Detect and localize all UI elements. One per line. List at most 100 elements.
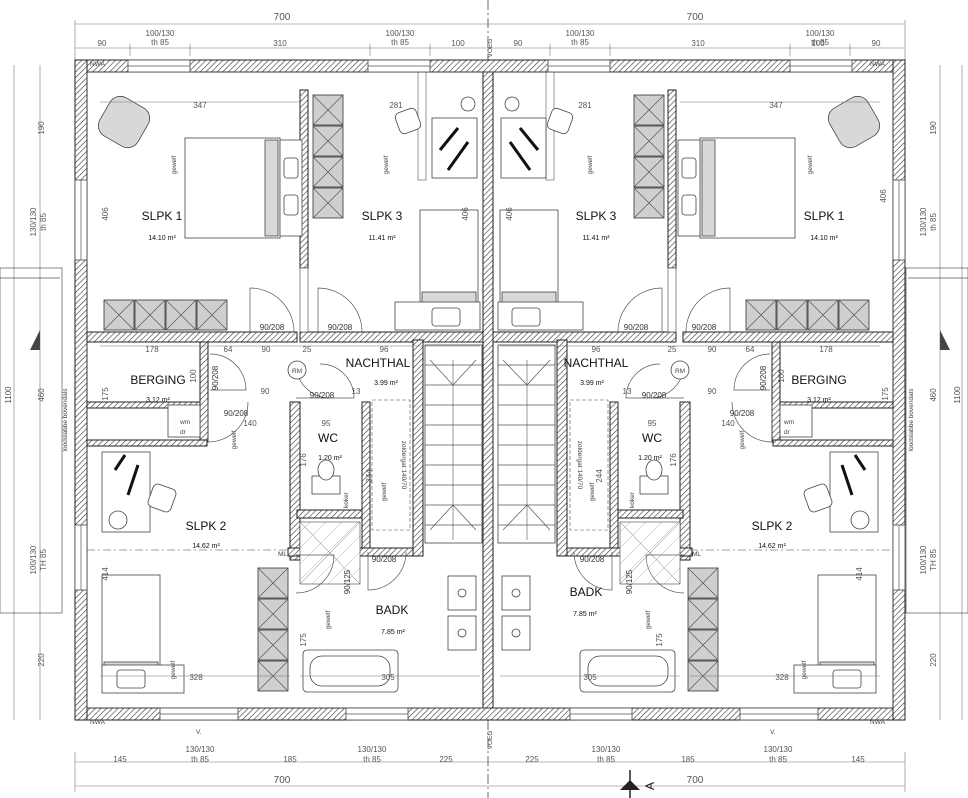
dr-label-right: dr [784, 429, 791, 436]
dim-13-right: 13 [623, 387, 632, 396]
gewelf-markers: gewelf gewelf gewelf gewelf gewelf gewel… [170, 155, 814, 679]
top-dimensions: 700 700 100/130 th 85 100/130 th 85 100/… [74, 12, 906, 60]
armchair-slpk1-left [97, 95, 151, 149]
dim-bottom-th-1: th 85 [191, 755, 209, 764]
nwa-bottom-right: NWA [870, 719, 886, 726]
door-label-3: 90/208 [224, 409, 249, 418]
voeg-label-bottom: VOEG [487, 731, 494, 750]
dim-406-d: 406 [879, 189, 888, 203]
room-labels-right: SLPK 1 14.10 m² SLPK 3 11.41 m² BERGING … [564, 209, 847, 618]
room-slpk1-left-area: 14.10 m² [148, 235, 176, 242]
dim-bottom-145-a: 145 [113, 755, 127, 764]
door-label-wc-left: 90/125 [343, 569, 352, 594]
dim-140-left: 140 [243, 419, 257, 428]
dim-175-c: 175 [299, 633, 308, 647]
room-wc-left-area: 1.20 m² [318, 455, 342, 462]
berging-appliances-right: wm dr [779, 404, 813, 438]
dim-top-ratio-4: 100/130 [806, 29, 835, 38]
dim-bottom-225-b: 225 [525, 755, 539, 764]
dim-347-left: 347 [193, 101, 207, 110]
dim-347-right: 347 [769, 101, 783, 110]
dim-top-th-4: th 85 [811, 38, 829, 47]
dim-406-a: 406 [101, 207, 110, 221]
section-label: A [643, 782, 657, 790]
v-mark-right: V. [770, 729, 776, 736]
gewelf-8: gewelf [589, 482, 596, 501]
wardrobe-slpk3-right [633, 94, 665, 219]
door-label-5: 90/208 [372, 555, 397, 564]
room-slpk2-right-area: 14.62 m² [758, 543, 786, 550]
stairs-left [424, 344, 483, 544]
left-dimensions: 190 130/130 th 85 460 1100 loodslabbe bo… [4, 65, 69, 720]
wm-label-right: wm [783, 419, 794, 426]
rm-label-left: RM [292, 368, 302, 375]
dim-bottom-185-a: 185 [283, 755, 297, 764]
berging-appliances-left: wm dr [167, 404, 201, 438]
dim-top-310-a: 310 [273, 39, 287, 48]
gewelf-3: gewelf [587, 155, 594, 174]
interior-walls-right [492, 71, 894, 561]
bed-slpk3-right [497, 209, 584, 331]
furniture-left: wm dr [97, 94, 483, 694]
bed-slpk2-left [101, 574, 185, 694]
bed-slpk1-left [184, 137, 303, 239]
wc-fixtures-right [639, 459, 669, 495]
dim-244-right: 244 [595, 469, 604, 483]
wc-fixtures-left [311, 459, 341, 495]
room-badk-right-name: BADK [570, 585, 603, 599]
dim-top-90-c: 90 [872, 39, 881, 48]
dim-right-190: 190 [929, 121, 938, 135]
dim-176-right: 176 [669, 453, 678, 467]
voeg-label-top: VOEG [487, 39, 494, 58]
room-wc-right-area: 1.20 m² [638, 455, 662, 462]
room-slpk3-right-name: SLPK 3 [576, 209, 617, 223]
dim-90b-left: 90 [261, 387, 270, 396]
dim-bottom-225-a: 225 [439, 755, 453, 764]
door-label-1: 90/208 [260, 323, 285, 332]
gewelf-5: gewelf [231, 430, 238, 449]
dim-281-left: 281 [389, 101, 403, 110]
doors-left [207, 287, 407, 594]
dim-414-left: 414 [101, 567, 110, 581]
stairs-right [497, 344, 556, 544]
inner-dimensions: 347 347 281 281 406 406 406 406 178 64 9… [100, 101, 890, 682]
room-slpk3-left-area: 11.41 m² [368, 235, 396, 242]
gewelf-12: gewelf [801, 660, 808, 679]
gewelf-4: gewelf [807, 155, 814, 174]
dim-328-right: 328 [775, 673, 789, 682]
dim-bottom-185-b: 185 [681, 755, 695, 764]
right-vs-label: loodslabbe bovendals [908, 388, 915, 452]
dim-left-ratio-1: 130/130 [29, 207, 38, 236]
dim-25-left: 25 [303, 345, 312, 354]
dim-100-left: 100 [189, 369, 198, 383]
dim-178-right: 178 [819, 345, 833, 354]
dim-90-right: 90 [708, 345, 717, 354]
door-label-6: 90/208 [211, 365, 220, 390]
attic-opening-left: zoldergat 140/70 [371, 399, 411, 531]
door-label-wc-right: 90/125 [625, 569, 634, 594]
dim-top-90-a: 90 [98, 39, 107, 48]
v-mark-left: V. [196, 729, 202, 736]
attic-opening-label-left: zoldergat 140/70 [400, 441, 407, 490]
dim-top-ratio-1: 100/130 [146, 29, 175, 38]
dim-top-th-1: th 85 [151, 38, 169, 47]
room-berging-right-name: BERGING [791, 373, 846, 387]
bottom-dimensions: 145 130/130 th 85 185 130/130 th 85 225 … [74, 745, 906, 792]
ml-label-left: ML [278, 551, 287, 558]
dim-13-left: 13 [352, 387, 361, 396]
dim-left-ratio-2: 100/130 [29, 545, 38, 574]
room-wc-right-name: WC [642, 431, 662, 445]
dim-281-right: 281 [578, 101, 592, 110]
room-slpk1-right-area: 14.10 m² [810, 235, 838, 242]
dim-top-total-right: 700 [687, 12, 704, 23]
gewelf-6: gewelf [739, 430, 746, 449]
room-slpk3-right-area: 11.41 m² [582, 235, 610, 242]
wardrobe-slpk2-left [257, 567, 289, 692]
room-wc-left-name: WC [318, 431, 338, 445]
nwa-top-right: NWA [870, 61, 886, 68]
right-dimensions: 190 130/130 th 85 460 1100 loodslabbe bo… [908, 65, 963, 720]
room-nachthal-right-area: 3.99 m² [580, 380, 604, 387]
dim-top-th-2: th 85 [391, 38, 409, 47]
room-nachthal-left-name: NACHTHAL [346, 356, 411, 370]
dim-328-left: 328 [189, 673, 203, 682]
